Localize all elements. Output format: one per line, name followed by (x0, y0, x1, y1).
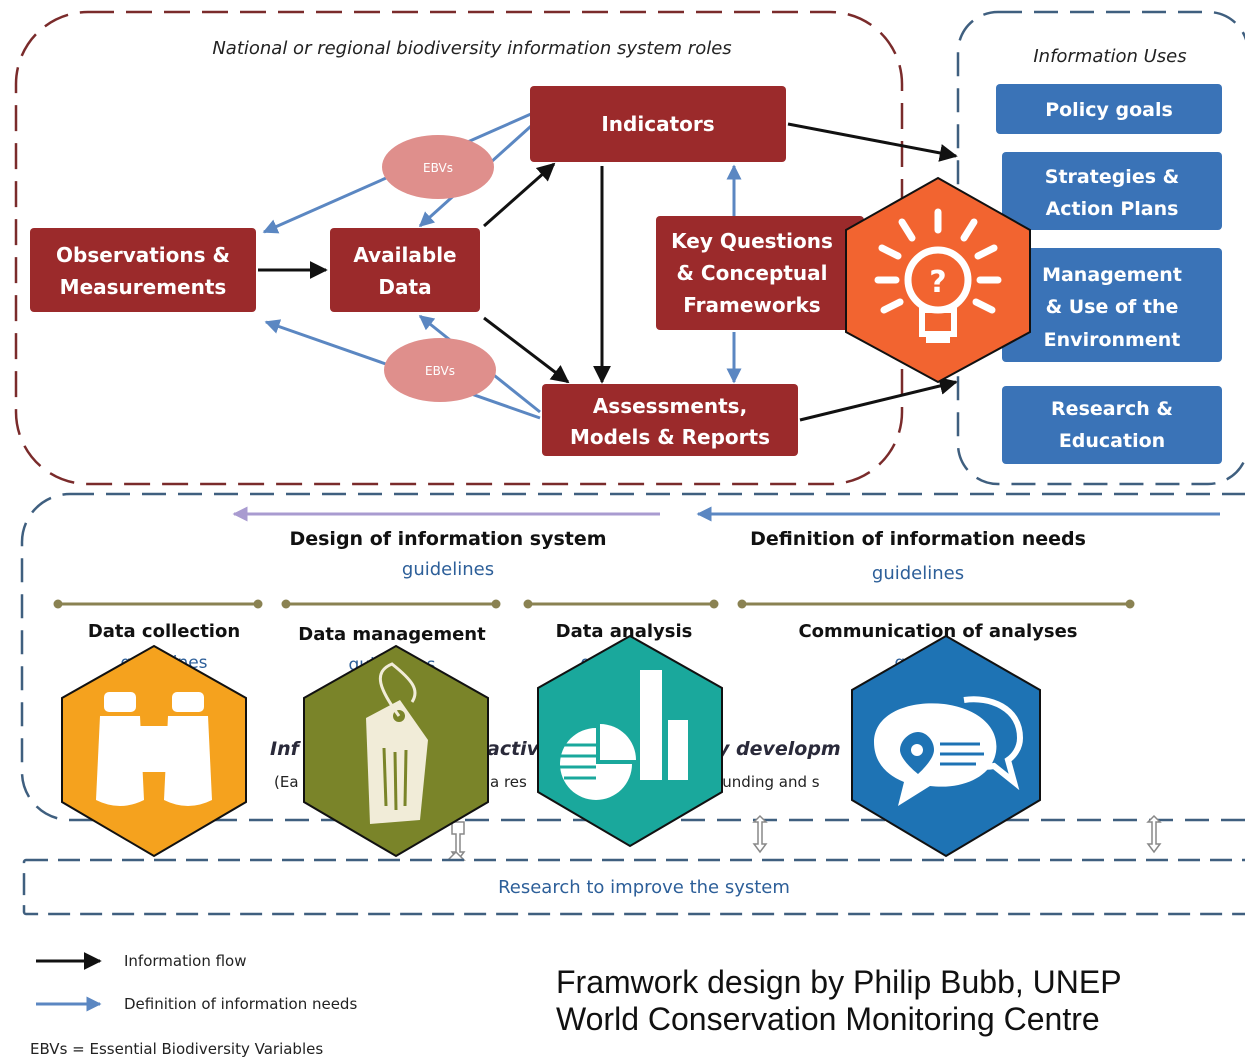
legend-information-flow: Information flow (124, 952, 247, 970)
svg-text:Management: Management (1042, 264, 1182, 286)
infra-fragment-2: activ (487, 738, 540, 760)
infra-note-3: funding and s (717, 773, 820, 791)
ebv-bubble-bottom: EBVs (384, 338, 496, 402)
svg-text:Research &: Research & (1051, 398, 1173, 420)
credit-line-1: Framwork design by Philip Bubb, UNEP (556, 964, 1122, 1000)
svg-text:Observations &: Observations & (56, 243, 230, 267)
svg-text:Assessments,: Assessments, (593, 394, 747, 418)
system-roles-title: National or regional biodiversity inform… (212, 38, 731, 59)
stage-data-analysis: Data analysis (556, 621, 693, 642)
research-bar-label: Research to improve the system (498, 877, 790, 898)
legend-definition-needs: Definition of information needs (124, 995, 357, 1013)
svg-text:Measurements: Measurements (60, 275, 227, 299)
legend-ebvs-note: EBVs = Essential Biodiversity Variables (30, 1040, 323, 1058)
svg-text:Strategies &: Strategies & (1045, 166, 1179, 188)
assessments-models-reports-box: Assessments, Models & Reports (542, 384, 798, 456)
infra-note-1: (Ea (274, 773, 299, 791)
tag-icon (303, 644, 489, 858)
svg-text:Models & Reports: Models & Reports (570, 425, 770, 449)
chart-icon (537, 634, 723, 848)
observations-measurements-box: Observations & Measurements (30, 228, 256, 312)
use-research-education: Research & Education (1002, 386, 1222, 464)
use-management-environment: Management & Use of the Environment (1002, 248, 1222, 362)
credit-text: Framwork design by Philip Bubb, UNEP Wor… (556, 964, 1122, 1038)
svg-text:EBVs: EBVs (425, 364, 455, 378)
svg-text:Policy goals: Policy goals (1045, 99, 1173, 121)
ebv-bubble-top: EBVs (382, 135, 494, 199)
design-guidelines: guidelines (402, 559, 494, 580)
svg-text:EBVs: EBVs (423, 161, 453, 175)
use-policy-goals: Policy goals (996, 84, 1222, 134)
information-flow-arrows (258, 122, 958, 422)
svg-text:Data: Data (378, 275, 431, 299)
svg-text:Action Plans: Action Plans (1046, 198, 1179, 220)
credit-line-2: World Conservation Monitoring Centre (556, 1001, 1100, 1037)
svg-text:& Conceptual: & Conceptual (677, 261, 828, 285)
infra-note-2: a res (490, 773, 527, 791)
indicators-box: Indicators (530, 86, 786, 162)
svg-text:?: ? (929, 265, 946, 300)
speech-bubbles-icon (851, 634, 1041, 858)
design-title: Design of information system (289, 528, 606, 550)
stage-data-collection: Data collection (88, 621, 240, 642)
stage-communication: Communication of analyses (798, 621, 1077, 642)
binoculars-icon (61, 644, 247, 858)
svg-text:Frameworks: Frameworks (683, 293, 820, 317)
svg-text:Environment: Environment (1044, 329, 1181, 351)
available-data-box: Available Data (330, 228, 480, 312)
infra-fragment-3: y developm (717, 738, 841, 760)
svg-text:Key Questions: Key Questions (671, 229, 833, 253)
information-uses-title: Information Uses (1033, 46, 1186, 67)
definition-title: Definition of information needs (750, 528, 1086, 550)
svg-text:Education: Education (1059, 430, 1165, 452)
svg-text:Available: Available (353, 243, 456, 267)
use-strategies-action-plans: Strategies & Action Plans (1002, 152, 1222, 230)
svg-text:Indicators: Indicators (601, 112, 714, 136)
stage-data-management: Data management (298, 624, 486, 645)
double-arrows (446, 814, 1162, 862)
svg-text:& Use of the: & Use of the (1046, 296, 1179, 318)
guidelines-panel (20, 492, 1245, 822)
key-questions-box: Key Questions & Conceptual Frameworks (656, 216, 864, 330)
infra-fragment-1: Inf (270, 738, 302, 760)
lightbulb-question-icon: ? (845, 176, 1031, 384)
research-bar (22, 858, 1245, 916)
definition-guidelines: guidelines (872, 563, 964, 584)
